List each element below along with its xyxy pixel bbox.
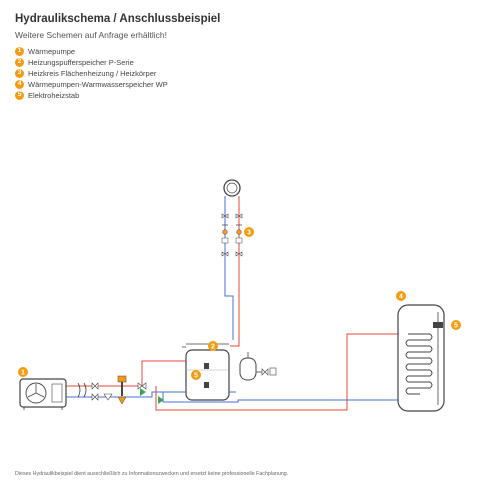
water-tank-number: 4 [399,294,403,301]
sensor-icon [204,363,209,369]
mixer-valve-icon [221,237,229,244]
heat-pump-number: 1 [21,370,25,377]
legend-item: 2 Heizungspufferspeicher P-Serie [15,57,168,68]
heating-circuit-inner [226,182,238,194]
fan-icon [25,382,47,404]
valve-icon [221,213,229,219]
legend-list: 1 Wärmepumpe 2 Heizungspufferspeicher P-Se… [15,46,168,101]
heat-pump-badge [18,367,28,377]
separator-stem [121,382,123,396]
legend-label: Wärmepumpe [28,47,76,56]
electric-heater-number: 5 [454,323,458,330]
heat-pump-body [19,378,67,408]
heating-flow-from-tank [230,282,240,347]
main-pipes [66,333,399,411]
legend-number-badge: 3 [15,69,24,78]
pump-icon [117,396,127,405]
heat-pump-grill [51,383,63,403]
valve-icon [235,251,243,257]
gauge-icon [269,367,277,376]
buffer-tank-top-fitting [182,343,229,348]
filter-icon [103,393,113,401]
buffer-tank-badge [208,341,218,351]
heating-circuit-number: 3 [247,230,251,237]
valve-icon [137,382,147,390]
heat-pump: 1 [18,367,67,410]
mixer-valve-icon [235,237,243,244]
valve-icon [221,251,229,257]
legend-item: 1 Wärmepumpe [15,46,168,57]
heating-circuit-symbol [223,179,241,197]
legend-item: 3 Heizkreis Flächenheizung / Heizkörper [15,68,168,79]
check-valve-icon [158,396,164,404]
legend-label: Heizkreis Flächenheizung / Heizkörper [28,69,157,78]
buffer-tank-body [185,349,230,401]
valve-icon [91,382,99,390]
flow-pipe-to-water-tank [155,333,398,411]
water-tank: 4 5 [396,291,461,412]
heating-return-to-tank [224,292,234,340]
pump-icon [222,229,228,235]
legend-number-badge: 4 [15,80,24,89]
expansion-vessel [239,352,277,381]
heater-flange-icon [433,322,443,328]
legend-number-badge: 1 [15,47,24,56]
legend-label: Wärmepumpen-Warmwasserspeicher WP [28,80,168,89]
safety-valve-icon [261,368,269,376]
page-title: Hydraulikschema / Anschlussbeispiel [15,13,221,25]
fan-blades [27,384,45,398]
valve-icon [235,213,243,219]
flex-hose-icon [77,382,87,398]
heat-exchanger-coil [405,333,433,395]
valve-icon [91,393,99,401]
electric-heater-badge [191,370,201,380]
legend-item: 5 Elektroheizstab [15,90,168,101]
expansion-vessel-body [239,357,257,381]
legend-label: Heizungspufferspeicher P-Serie [28,58,134,67]
electric-heater-badge [451,320,461,330]
page-subtitle: Weitere Schemen auf Anfrage erhältlich! [15,30,167,40]
buffer-tank-number: 2 [211,344,215,351]
water-tank-badge [396,291,406,301]
legend-number-badge: 2 [15,58,24,67]
sensor-icon [204,382,209,388]
riser-valves [221,213,243,257]
legend-label: Elektroheizstab [28,91,80,100]
pump-icon [236,229,242,235]
electric-heater-number: 5 [194,373,198,380]
disclaimer-footer: Dieses Hydraulikbeispiel dient ausschlie… [15,471,289,477]
legend-item: 4 Wärmepumpen-Warmwasserspeicher WP [15,79,168,90]
flow-pipe-to-buffer [66,360,186,387]
dirt-separator-icon [117,375,127,383]
check-valve-icon [140,388,146,396]
heating-circuit-badge [244,227,254,237]
heating-circuit: 3 [221,179,254,347]
buffer-tank: 2 5 [182,341,230,401]
legend-number-badge: 5 [15,91,24,100]
